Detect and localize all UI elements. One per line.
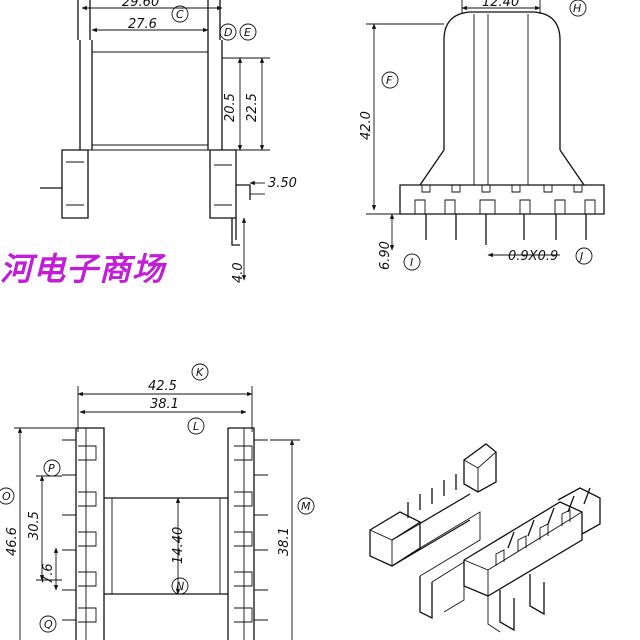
label-q: Q xyxy=(44,618,53,631)
label-h: H xyxy=(573,2,581,15)
side-pin-size: 0.9X0.9 xyxy=(508,249,558,264)
plan-mid-height: 30.5 xyxy=(27,511,42,540)
watermark-text: 河电子商场 xyxy=(0,250,166,288)
plan-pitch: 7.6 xyxy=(41,563,56,584)
label-d: D xyxy=(224,26,232,39)
label-j: J xyxy=(578,250,583,263)
front-view: 29.60 27.6 20.5 22.5 3.50 4.0 C D E xyxy=(40,0,297,283)
front-pin-length: 4.0 xyxy=(231,262,246,283)
plan-inner-width: 38.1 xyxy=(150,397,179,412)
label-f: F xyxy=(386,74,393,87)
front-height-2: 22.5 xyxy=(245,93,260,122)
label-m: M xyxy=(301,500,311,513)
label-p: P xyxy=(48,462,55,475)
side-base: 6.90 xyxy=(378,241,393,270)
isometric-view xyxy=(369,443,601,633)
side-height: 42.0 xyxy=(359,111,374,140)
front-inner-width: 27.6 xyxy=(128,17,157,32)
plan-outer-width: 42.5 xyxy=(148,379,177,394)
front-top-width: 29.60 xyxy=(122,0,159,10)
plan-total-height: 46.6 xyxy=(5,527,20,556)
side-top-width: 12.40 xyxy=(482,0,519,10)
label-o: O xyxy=(2,490,11,503)
label-i: I xyxy=(410,256,413,269)
label-k: K xyxy=(196,366,204,379)
plan-core-height: 14.40 xyxy=(171,527,186,564)
front-height-1: 20.5 xyxy=(223,93,238,122)
label-l: L xyxy=(193,420,199,433)
label-n: N xyxy=(176,580,184,593)
side-view: 12.40 42.0 6.90 0.9X0.9 H F I J xyxy=(359,0,605,271)
label-c: C xyxy=(176,8,184,21)
front-pin-offset: 3.50 xyxy=(268,176,297,191)
label-e: E xyxy=(244,26,251,39)
plan-side-length: 38.1 xyxy=(277,527,292,556)
plan-view: 42.5 38.1 46.6 30.5 7.6 14.40 38.1 K L O… xyxy=(0,363,315,640)
